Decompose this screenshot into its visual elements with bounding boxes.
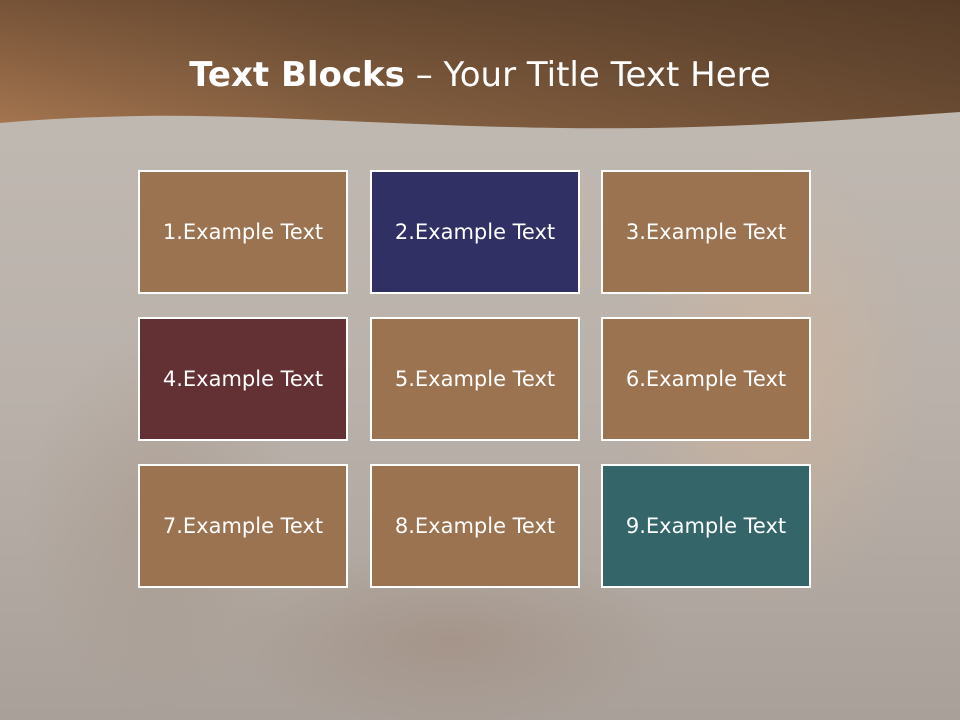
text-block-label: 4.Example Text — [162, 367, 324, 391]
text-block-grid: 1.Example Text 2.Example Text 3.Example … — [138, 170, 816, 594]
text-block-7[interactable]: 7.Example Text — [138, 464, 348, 588]
text-block-8[interactable]: 8.Example Text — [370, 464, 580, 588]
slide-title: Text Blocks – Your Title Text Here — [0, 52, 960, 98]
text-block-label: 2.Example Text — [394, 220, 556, 244]
text-block-1[interactable]: 1.Example Text — [138, 170, 348, 294]
text-block-label: 8.Example Text — [394, 514, 556, 538]
text-block-label: 6.Example Text — [625, 367, 787, 391]
text-block-6[interactable]: 6.Example Text — [601, 317, 811, 441]
title-rest-text: – Your Title Text Here — [404, 55, 771, 95]
text-block-5[interactable]: 5.Example Text — [370, 317, 580, 441]
text-block-label: 3.Example Text — [625, 220, 787, 244]
text-block-3[interactable]: 3.Example Text — [601, 170, 811, 294]
text-block-9[interactable]: 9.Example Text — [601, 464, 811, 588]
text-block-2[interactable]: 2.Example Text — [370, 170, 580, 294]
title-bold-text: Text Blocks — [189, 55, 405, 95]
text-block-label: 1.Example Text — [162, 220, 324, 244]
text-block-label: 5.Example Text — [394, 367, 556, 391]
header-band — [0, 0, 960, 129]
text-block-label: 9.Example Text — [625, 514, 787, 538]
text-block-label: 7.Example Text — [162, 514, 324, 538]
text-block-4[interactable]: 4.Example Text — [138, 317, 348, 441]
